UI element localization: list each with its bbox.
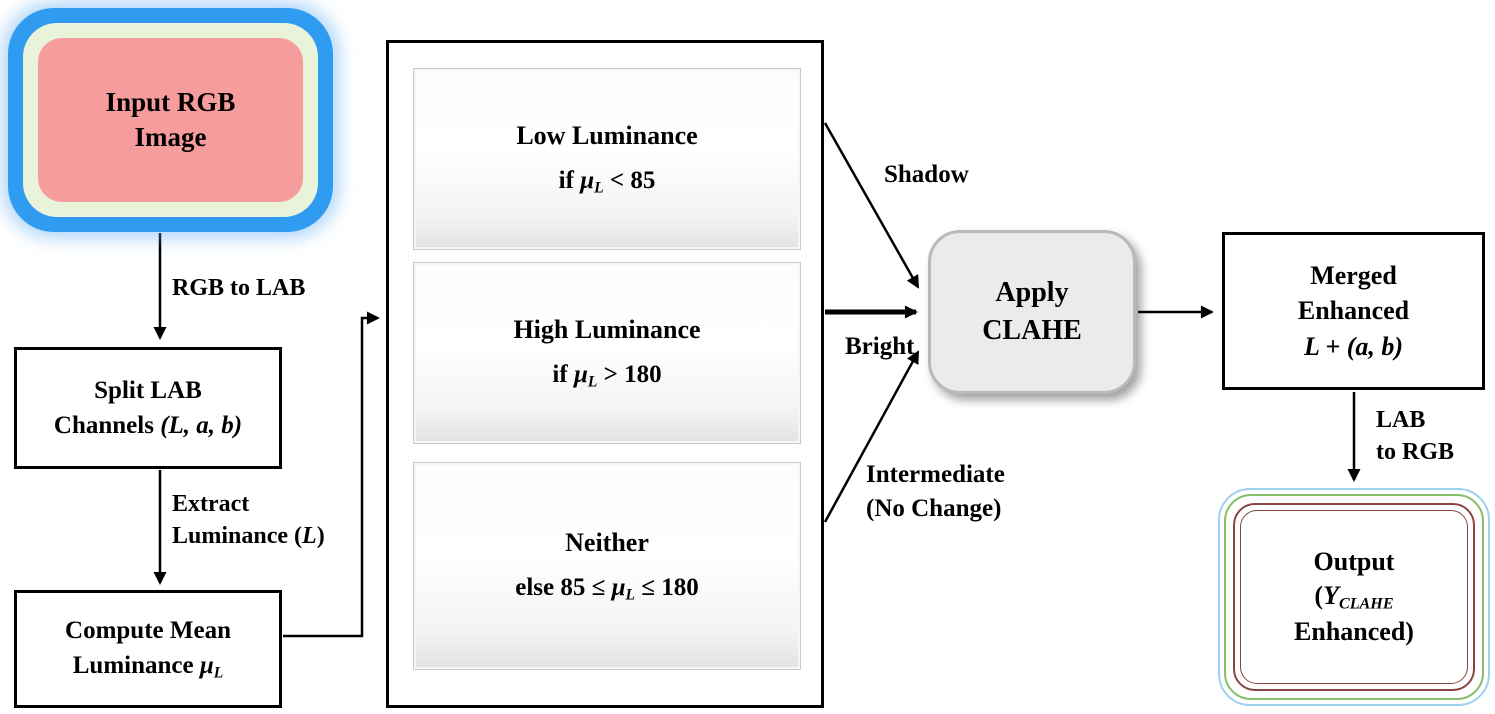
- mean-label-line2: Luminance μL: [73, 648, 223, 684]
- edge-label-lab-to-rgb: LAB to RGB: [1376, 404, 1454, 469]
- output-maroon-ring: Output (YCLAHE Enhanced): [1233, 503, 1475, 691]
- clahe-label-line2: CLAHE: [982, 315, 1082, 346]
- extract-line2-prefix: Luminance (: [172, 523, 303, 550]
- mean-mu-sub: L: [213, 664, 224, 682]
- neither-title: Neither: [565, 527, 649, 557]
- extract-label-line1: Extract: [172, 491, 250, 517]
- output-label-line1: Output: [1313, 546, 1395, 576]
- high-luminance-box: High Luminance if μL > 180: [413, 262, 801, 444]
- low-cond-suffix: < 85: [603, 166, 656, 194]
- high-title: High Luminance: [513, 314, 701, 344]
- lab-to-rgb-line1: LAB: [1376, 407, 1426, 433]
- high-mu-sub: L: [587, 373, 598, 391]
- neither-cond-prefix: else 85 ≤: [515, 573, 612, 601]
- mean-label-line1: Compute Mean: [65, 617, 231, 645]
- output-label-line2: (YCLAHE: [1314, 579, 1393, 615]
- extract-label-line2: Luminance (L): [172, 520, 325, 552]
- intermediate-label-line2: (No Change): [866, 494, 1002, 522]
- mean-mu: μ: [199, 652, 214, 680]
- extract-line2-math: L: [302, 523, 317, 550]
- input-label-line1: Input RGB: [105, 86, 236, 117]
- input-rgb-node-green-ring: Input RGB Image: [23, 23, 318, 217]
- arrow-low-to-clahe: [823, 122, 920, 289]
- output-label-area: Output (YCLAHE Enhanced): [1240, 510, 1468, 684]
- arrow-mean-to-container: [283, 311, 380, 638]
- neither-mu-sub: L: [625, 586, 635, 604]
- low-mu-sub: L: [594, 179, 604, 197]
- merged-label-line2: Enhanced: [1297, 296, 1410, 326]
- split-line2-math: (L, a, b): [160, 412, 243, 439]
- high-cond-suffix: > 180: [597, 360, 662, 388]
- merged-line3-rest: + (a, b): [1318, 331, 1404, 361]
- high-condition: if μL > 180: [552, 361, 661, 391]
- split-label-line2: Channels (L, a, b): [54, 408, 242, 443]
- apply-clahe-node: Apply CLAHE: [928, 230, 1136, 394]
- high-cond-prefix: if: [552, 360, 574, 388]
- clahe-label-line1: Apply: [995, 277, 1069, 309]
- split-label-line1: Split LAB: [94, 377, 202, 404]
- merged-label-line3: L + (a, b): [1304, 329, 1403, 364]
- split-line2-prefix: Channels: [53, 412, 161, 439]
- neither-condition: else 85 ≤ μL ≤ 180: [515, 574, 698, 604]
- edge-label-rgb-to-lab: RGB to LAB: [172, 275, 306, 301]
- high-mu: μ: [573, 360, 588, 388]
- edge-label-extract-luminance: Extract Luminance (L): [172, 488, 325, 553]
- output-node: Output (YCLAHE Enhanced): [1218, 488, 1490, 706]
- merged-label-line1: Merged: [1310, 261, 1397, 291]
- output-line2-y: Y: [1323, 580, 1339, 610]
- input-rgb-node: Input RGB Image: [8, 8, 333, 232]
- luminance-cases-container: Low Luminance if μL < 85 High Luminance …: [386, 40, 824, 708]
- neither-cond-suffix: ≤ 180: [634, 573, 699, 601]
- low-condition: if μL < 85: [559, 167, 656, 197]
- output-line2-open: (: [1314, 580, 1324, 610]
- split-lab-node: Split LAB Channels (L, a, b): [14, 347, 282, 469]
- edge-label-bright: Bright: [845, 333, 915, 360]
- merged-enhanced-node: Merged Enhanced L + (a, b): [1222, 232, 1485, 390]
- intermediate-label-line1: Intermediate: [866, 461, 1005, 488]
- input-label-line2: Image: [134, 122, 207, 152]
- output-green-ring: Output (YCLAHE Enhanced): [1224, 494, 1484, 700]
- edge-label-shadow: Shadow: [884, 161, 969, 188]
- low-luminance-box: Low Luminance if μL < 85: [413, 68, 801, 250]
- lab-to-rgb-line2: to RGB: [1376, 439, 1454, 466]
- output-label-line3: Enhanced): [1294, 617, 1414, 647]
- low-mu: μ: [580, 166, 595, 194]
- compute-mean-node: Compute Mean Luminance μL: [14, 590, 282, 708]
- low-cond-prefix: if: [558, 166, 581, 194]
- merged-line3-math: L: [1303, 331, 1319, 361]
- neither-mu: μ: [611, 573, 626, 601]
- mean-line2-prefix: Luminance: [72, 652, 200, 680]
- neither-luminance-box: Neither else 85 ≤ μL ≤ 180: [413, 462, 801, 670]
- edge-label-intermediate: Intermediate (No Change): [866, 458, 1005, 526]
- input-rgb-node-label-area: Input RGB Image: [38, 38, 303, 202]
- extract-line2-suffix: ): [316, 523, 325, 550]
- low-title: Low Luminance: [516, 120, 698, 150]
- output-line2-sub: CLAHE: [1338, 595, 1394, 613]
